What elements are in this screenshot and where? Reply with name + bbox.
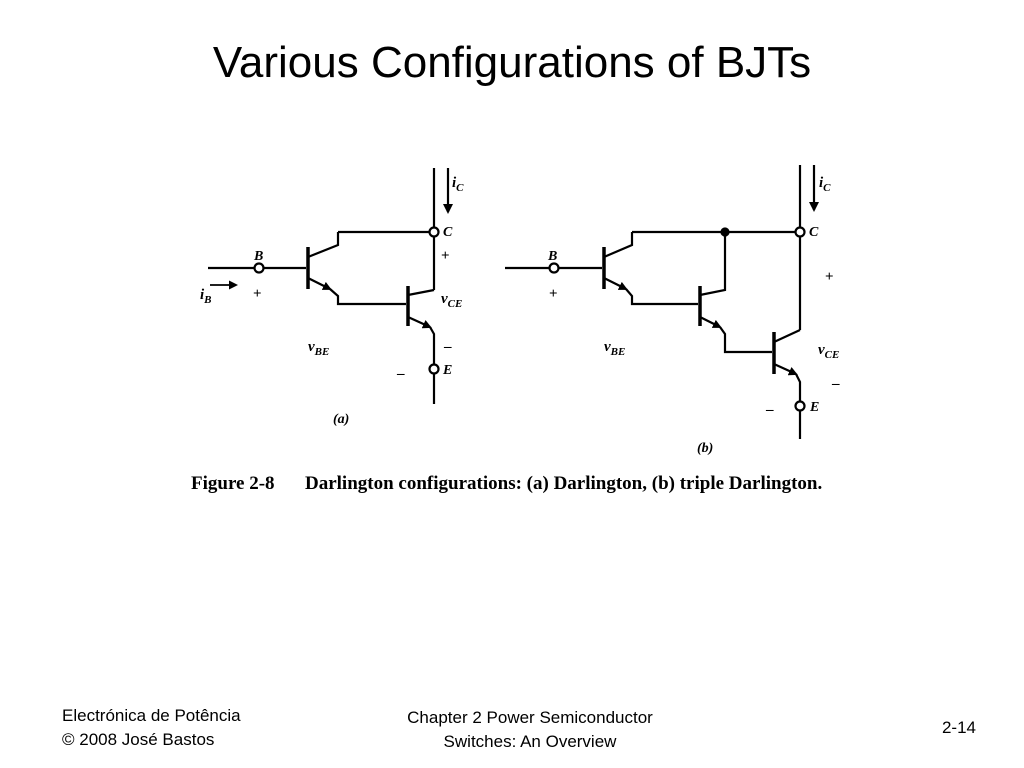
svg-text:(b): (b) — [697, 441, 713, 456]
figure-caption: Figure 2-8 Darlington configurations: (a… — [191, 473, 822, 494]
footer-chapter-line2: Switches: An Overview — [443, 732, 617, 751]
labels-a: iC C B + iB + vCE vBE – E – (a) — [200, 175, 464, 427]
footer-copyright: © 2008 José Bastos — [62, 730, 215, 749]
diagram-a — [208, 168, 453, 404]
base-terminal-a — [253, 262, 265, 274]
svg-text:E: E — [809, 400, 819, 415]
svg-text:vCE: vCE — [818, 342, 839, 361]
svg-text:–: – — [831, 376, 840, 392]
q2-emitter-arrow-b — [699, 316, 722, 328]
svg-text:vBE: vBE — [308, 339, 329, 358]
svg-text:–: – — [443, 339, 452, 355]
svg-text:iC: iC — [819, 175, 831, 194]
svg-text:–: – — [396, 366, 405, 382]
svg-text:vBE: vBE — [604, 339, 625, 358]
labels-b: iC C B + + vBE vCE – E – (b) — [547, 175, 840, 456]
svg-text:iB: iB — [200, 287, 212, 306]
emitter-terminal-b — [794, 400, 806, 412]
q2-emitter-arrow-a — [407, 315, 432, 329]
slide-title: Various Configurations of BJTs — [212, 38, 812, 87]
svg-text:E: E — [442, 363, 452, 378]
q1-emitter-arrow-b — [603, 277, 628, 290]
footer-chapter: Chapter 2 Power Semiconductor Switches: … — [370, 706, 690, 754]
q1-emitter-arrow-a — [307, 277, 332, 290]
svg-text:+: + — [253, 286, 262, 302]
svg-text:B: B — [253, 249, 263, 264]
collector-terminal-a — [428, 226, 440, 238]
svg-text:C: C — [809, 225, 819, 240]
diagram-b — [505, 165, 819, 439]
svg-text:(a): (a) — [333, 412, 349, 427]
footer-chapter-line1: Chapter 2 Power Semiconductor — [407, 708, 653, 727]
footer-course-title: Electrónica de Potência — [62, 706, 241, 725]
figure-number: Figure 2-8 — [191, 473, 275, 494]
svg-text:iC: iC — [452, 175, 464, 194]
svg-text:+: + — [441, 248, 450, 264]
q3-emitter-arrow-b — [773, 362, 798, 376]
page-number: 2-14 — [941, 718, 976, 737]
collector-terminal-b — [794, 226, 806, 238]
svg-text:C: C — [443, 225, 453, 240]
svg-text:+: + — [549, 286, 558, 302]
figure-caption-text: Darlington configurations: (a) Darlingto… — [305, 473, 822, 494]
emitter-terminal-a — [428, 363, 440, 375]
footer-course: Electrónica de Potência © 2008 José Bast… — [62, 704, 241, 752]
svg-text:+: + — [825, 269, 834, 285]
base-terminal-b — [548, 262, 560, 274]
svg-text:B: B — [547, 249, 557, 264]
svg-text:vCE: vCE — [441, 291, 462, 310]
svg-text:–: – — [765, 402, 774, 418]
